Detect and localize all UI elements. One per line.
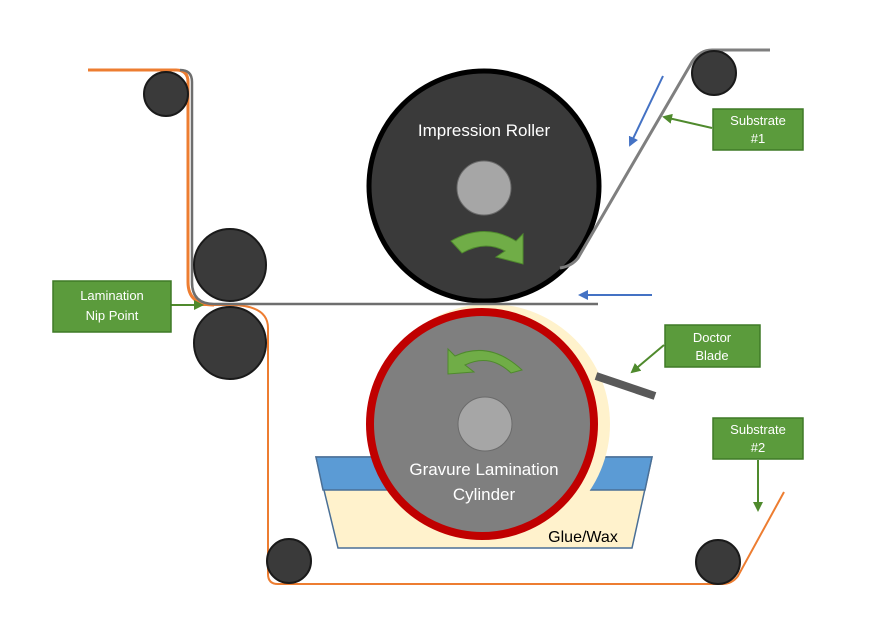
guide-roller-bottom-right — [695, 539, 741, 585]
substrate-1-callout-arrow-icon — [662, 113, 713, 129]
substrate-1-web-to-nip — [179, 68, 598, 306]
substrate-2-label-box: Substrate #2 — [712, 417, 804, 460]
substrate-1-label-line2: #1 — [751, 131, 765, 146]
nip-point-label-box: Lamination Nip Point — [52, 280, 172, 333]
guide-roller-bottom-left — [266, 538, 312, 584]
doctor-blade-label-line2: Blade — [695, 348, 728, 363]
substrate-1-direction-arrow-icon — [628, 75, 664, 147]
impression-roller-label: Impression Roller — [418, 121, 551, 140]
substrate-2-web — [190, 304, 785, 585]
substrate-1-web — [559, 48, 770, 270]
gravure-rotation-arrow-icon — [447, 347, 523, 375]
impression-roller-hub — [456, 160, 512, 216]
doctor-blade — [594, 372, 657, 400]
doctor-blade-label-box: Doctor Blade — [664, 324, 761, 368]
gravure-cylinder-hub — [457, 396, 513, 452]
doctor-blade-callout-arrow-icon — [630, 344, 665, 374]
nip-point-label-line2: Nip Point — [86, 308, 139, 323]
substrate-2-label-line1: Substrate — [730, 422, 786, 437]
substrate-1-label-line1: Substrate — [730, 113, 786, 128]
nip-point-label-line1: Lamination — [80, 288, 144, 303]
guide-roller-top-right — [691, 50, 737, 96]
guide-roller-top-left — [143, 71, 189, 117]
doctor-blade-label-line1: Doctor — [693, 330, 732, 345]
nip-roller-lower — [193, 306, 267, 380]
gravure-cylinder-label-line1: Gravure Lamination — [409, 460, 558, 479]
substrate-2-label-line2: #2 — [751, 440, 765, 455]
nip-roller-upper — [193, 228, 267, 302]
impression-rotation-arrow-icon — [450, 231, 524, 265]
substrate-1-label-box: Substrate #1 — [712, 108, 804, 151]
gravure-cylinder-label-line2: Cylinder — [453, 485, 516, 504]
glue-wax-label: Glue/Wax — [548, 529, 618, 546]
